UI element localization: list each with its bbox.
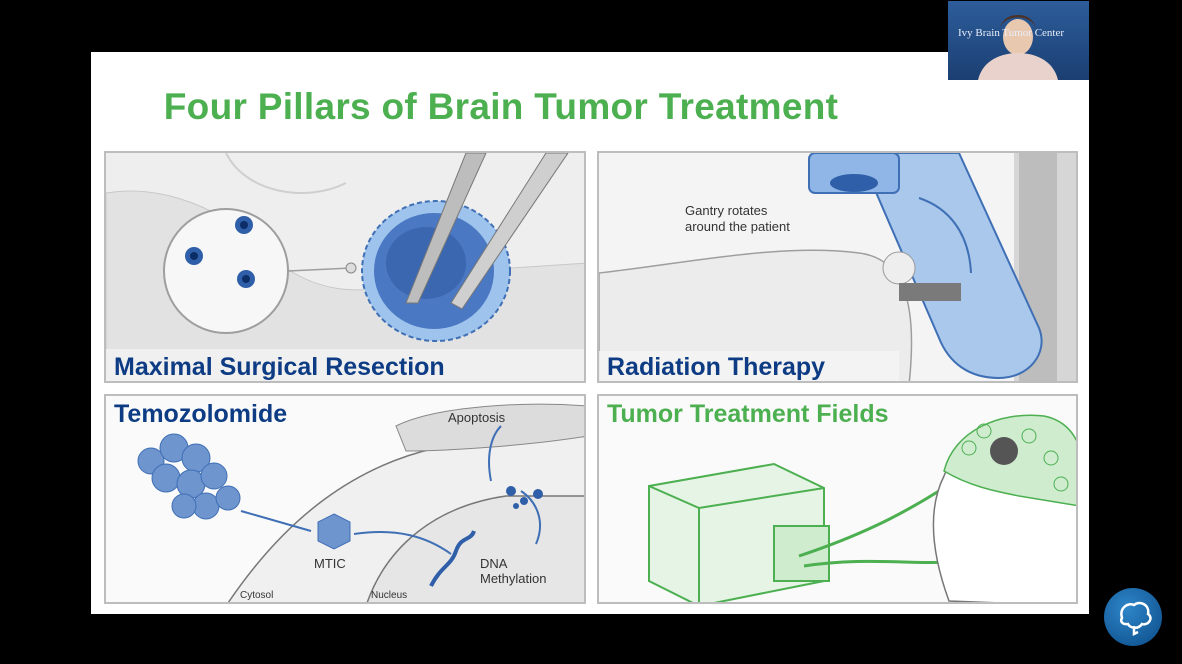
temozolomide-illustration: [106, 396, 584, 602]
webcam-logo-text: Ivy Brain Tumor Center: [958, 27, 1065, 39]
ttfields-illustration: [599, 396, 1076, 602]
nucleus-label: Nucleus: [371, 590, 408, 601]
panel-radiation-therapy: Gantry rotates around the patient Radiat…: [597, 151, 1078, 383]
surgery-illustration: [106, 153, 584, 381]
radiation-label: Radiation Therapy: [607, 353, 826, 381]
radiation-illustration: [599, 153, 1076, 381]
panel-temozolomide: Temozolomide Apoptosis MTIC DNA Methylat…: [104, 394, 586, 604]
dna-label-line1: DNA: [480, 556, 508, 571]
temozolomide-label: Temozolomide: [114, 400, 288, 428]
ttfields-label: Tumor Treatment Fields: [607, 400, 889, 428]
apoptosis-label: Apoptosis: [448, 410, 506, 425]
panel-tumor-treatment-fields: Tumor Treatment Fields: [597, 394, 1078, 604]
presentation-slide: Four Pillars of Brain Tumor Treatment Ma…: [91, 52, 1089, 614]
cytosol-label: Cytosol: [240, 590, 274, 601]
slide-title: Four Pillars of Brain Tumor Treatment: [163, 86, 839, 127]
webcam-video-feed[interactable]: Ivy Brain Tumor Center: [948, 1, 1089, 80]
dna-label-line2: Methylation: [480, 571, 547, 586]
surgery-label: Maximal Surgical Resection: [114, 353, 445, 381]
gantry-note-line1: Gantry rotates: [685, 203, 768, 218]
panel-surgical-resection: Maximal Surgical Resection: [104, 151, 586, 383]
brain-logo-icon[interactable]: [1104, 588, 1162, 646]
mtic-label: MTIC: [314, 556, 346, 571]
presenter-silhouette: [978, 15, 1058, 80]
gantry-note-line2: around the patient: [685, 219, 790, 234]
brain-logo-glyph: [1120, 601, 1152, 637]
